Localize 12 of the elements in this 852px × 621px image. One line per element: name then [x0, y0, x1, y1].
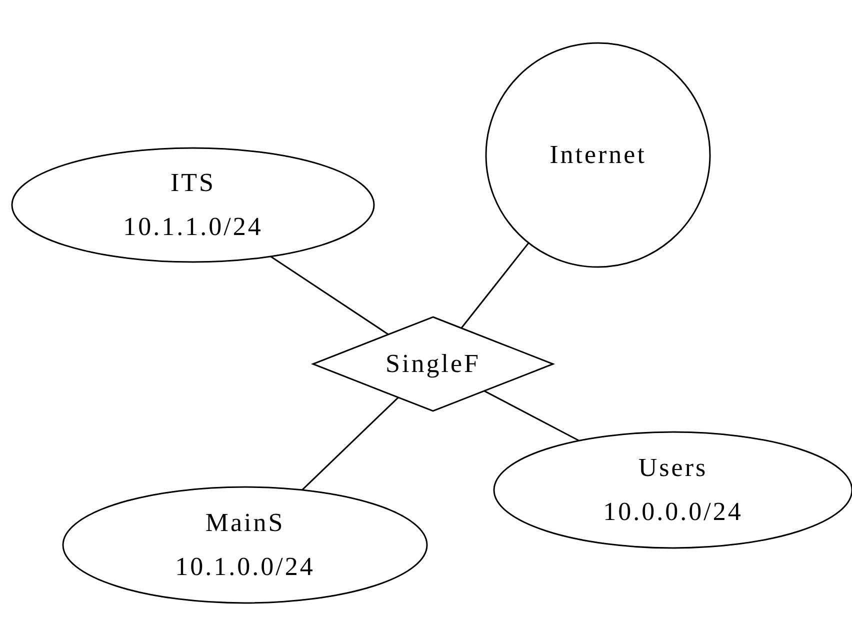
subnet-label: 10.1.0.0/24 [175, 551, 315, 583]
subnet-label: 10.0.0.0/24 [603, 496, 743, 528]
node-label: Internet [550, 139, 646, 171]
subnet-label: 10.1.1.0/24 [123, 211, 263, 243]
connector-line [302, 396, 399, 490]
node-label: ITS [170, 167, 216, 199]
connector-line [270, 256, 389, 336]
connector-line [460, 242, 530, 329]
connector-line [484, 390, 580, 442]
node-label: Users [638, 452, 708, 484]
node-label: MainS [205, 507, 285, 539]
node-label: SingleF [386, 348, 480, 380]
